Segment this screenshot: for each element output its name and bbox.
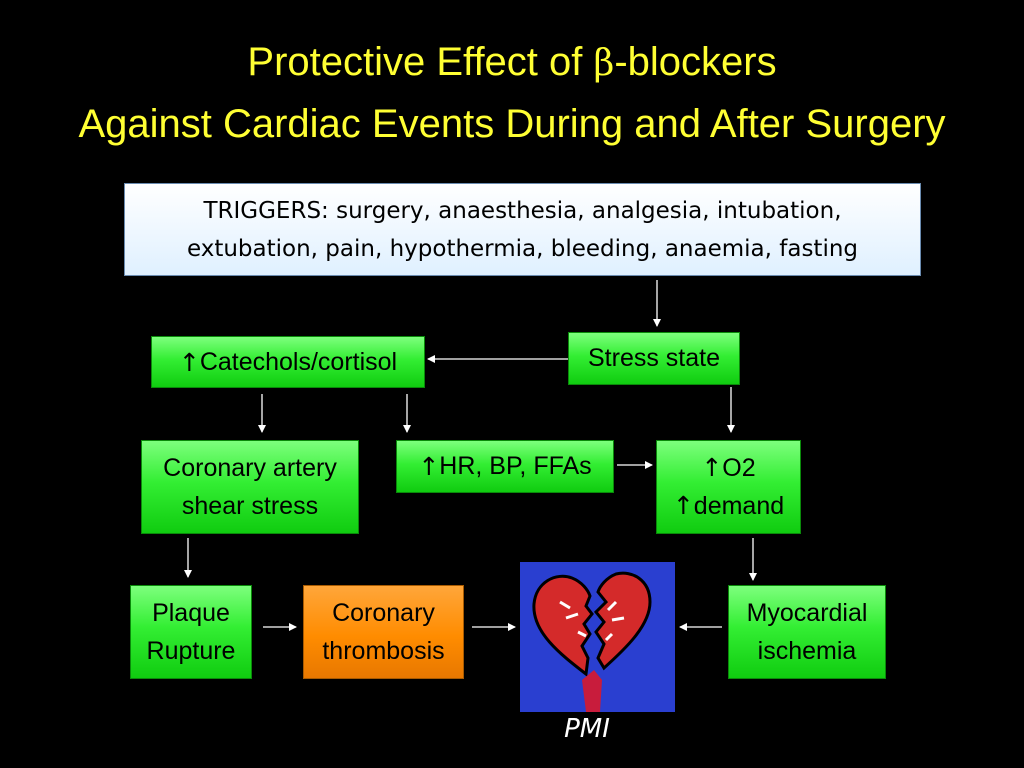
broken-heart-image xyxy=(520,562,675,712)
shear-stress-label-2: shear stress xyxy=(181,492,319,520)
title-line-1: Protective Effect of β-blockers xyxy=(0,38,1024,88)
thrombosis-label-1: Coronary xyxy=(332,599,435,627)
shear-stress-box: Coronary artery shear stress xyxy=(141,440,359,534)
title-text-1: Protective Effect of xyxy=(247,40,594,84)
hr-bp-ffas-label: HR, BP, FFAs xyxy=(439,452,592,480)
up-arrow-icon: ↑ xyxy=(178,347,200,377)
triggers-box: TRIGGERS: surgery, anaesthesia, analgesi… xyxy=(124,183,921,276)
stress-state-label: Stress state xyxy=(588,344,720,372)
beta-symbol: β xyxy=(593,43,615,84)
plaque-rupture-box: Plaque Rupture xyxy=(130,585,252,679)
ischemia-label-2: ischemia xyxy=(757,637,857,665)
o2-label: O2 xyxy=(722,454,756,482)
title-line-2: Against Cardiac Events During and After … xyxy=(78,102,946,146)
up-arrow-icon: ↑ xyxy=(701,453,723,482)
triggers-label: TRIGGERS: xyxy=(203,198,329,224)
catechols-label: Catechols/cortisol xyxy=(199,347,398,376)
title-text-1b: -blockers xyxy=(614,40,777,84)
up-arrow-icon: ↑ xyxy=(418,452,440,481)
o2-demand-box: ↑O2 ↑demand xyxy=(656,440,801,534)
catechols-box: ↑ Catechols/cortisol xyxy=(151,336,425,388)
shear-stress-label-1: Coronary artery xyxy=(163,454,337,482)
plaque-label-2: Rupture xyxy=(146,637,236,665)
triggers-text-1: surgery, anaesthesia, analgesia, intubat… xyxy=(328,198,842,224)
ischemia-label-1: Myocardial xyxy=(746,599,868,627)
pmi-label: PMI xyxy=(564,714,610,744)
myocardial-ischemia-box: Myocardial ischemia xyxy=(728,585,886,679)
coronary-thrombosis-box: Coronary thrombosis xyxy=(303,585,464,679)
stress-state-box: Stress state xyxy=(568,332,740,385)
demand-label: demand xyxy=(693,492,785,520)
hr-bp-ffas-box: ↑HR, BP, FFAs xyxy=(396,440,614,493)
triggers-text-2: extubation, pain, hypothermia, bleeding,… xyxy=(186,236,859,262)
thrombosis-label-2: thrombosis xyxy=(322,637,445,665)
plaque-label-1: Plaque xyxy=(152,599,230,627)
up-arrow-icon: ↑ xyxy=(672,491,694,520)
